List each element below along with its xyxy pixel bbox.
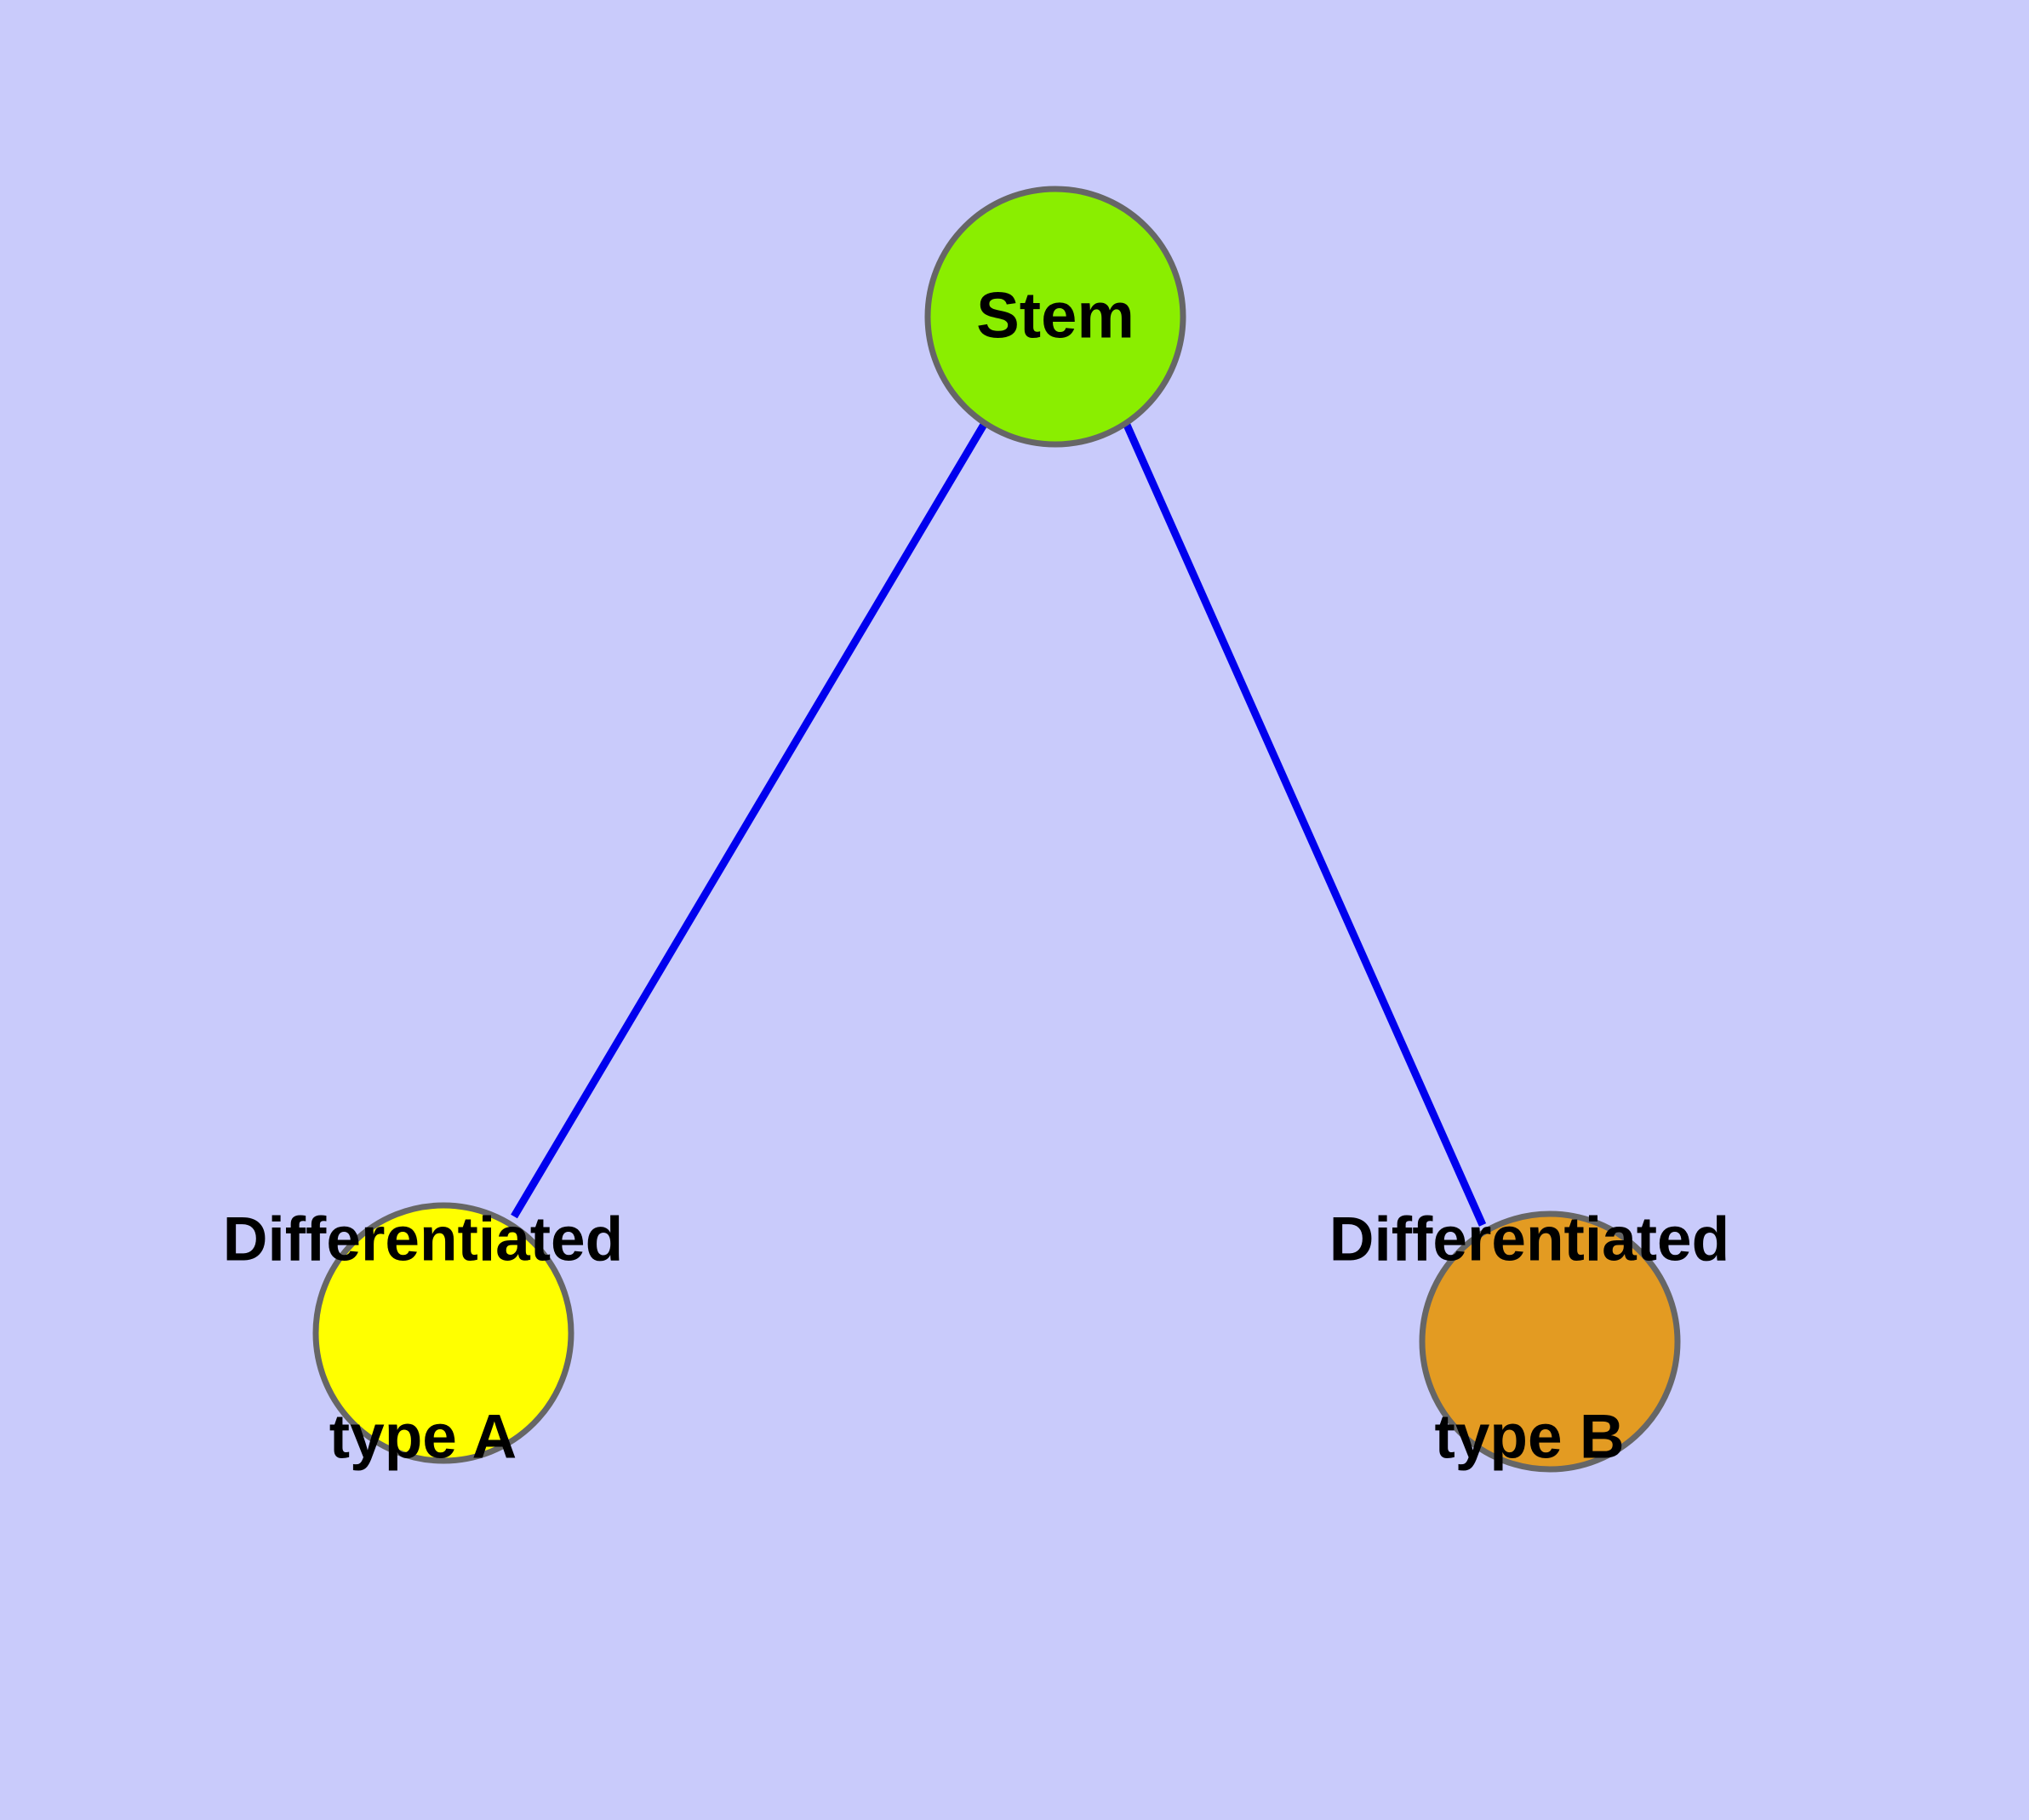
node-circle-differentiated-type-a[interactable] [312,1202,574,1464]
edge-stem-to-type-a[interactable] [511,421,988,1219]
node-layer [312,186,1681,1473]
node-circle-stem[interactable] [924,186,1186,448]
edge-layer [511,421,1487,1227]
node-circle-differentiated-type-b[interactable] [1419,1210,1681,1473]
edge-stem-to-type-b[interactable] [1122,421,1487,1227]
